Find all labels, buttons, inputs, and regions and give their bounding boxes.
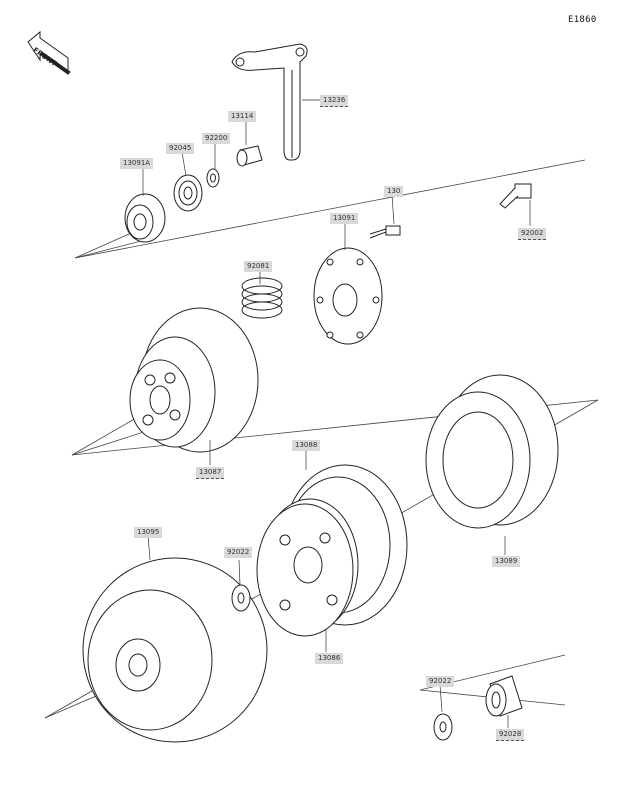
washer-92022-lower: [433, 713, 453, 741]
callout-92081: 92081: [244, 261, 273, 272]
washer-92022-upper: [231, 584, 251, 612]
shift-lever-13236: [231, 43, 308, 161]
pusher-13091A: [124, 193, 166, 243]
callout-92028: 92028: [496, 729, 525, 741]
pressure-plate-13091: [313, 247, 383, 345]
callout-13086: 13086: [315, 653, 344, 664]
bolt-92002: [499, 183, 532, 209]
callout-13091A: 13091A: [120, 158, 154, 169]
clutch-housing-13095: [82, 557, 268, 743]
bushing-13114: [236, 145, 263, 167]
front-arrow-icon: [27, 30, 71, 75]
drive-plate-13086: [256, 503, 354, 637]
leader-lines: [142, 99, 531, 728]
callout-13091: 13091: [330, 213, 359, 224]
washer-92200: [206, 168, 220, 188]
callout-92022-upper: 92022: [224, 547, 253, 558]
callout-13114: 13114: [228, 111, 257, 122]
clutch-hub-13087: [129, 307, 259, 453]
spring-92081: [241, 277, 283, 319]
collar-92028: [485, 675, 523, 717]
callout-13095: 13095: [134, 527, 163, 538]
callout-130: 130: [384, 186, 404, 197]
bolt-130: [369, 225, 401, 239]
callout-92200: 92200: [202, 133, 231, 144]
callout-13236: 13236: [320, 95, 349, 107]
callout-13087: 13087: [196, 467, 225, 479]
bearing-92045: [173, 174, 203, 212]
callout-92045: 92045: [166, 143, 195, 154]
plate-set-13089: [425, 374, 559, 529]
callout-13089: 13089: [492, 556, 521, 567]
callout-92022-lower: 92022: [426, 676, 455, 687]
callout-13088: 13088: [292, 440, 321, 451]
callout-92002: 92002: [518, 228, 547, 240]
diagram-code: E1860: [568, 15, 597, 25]
